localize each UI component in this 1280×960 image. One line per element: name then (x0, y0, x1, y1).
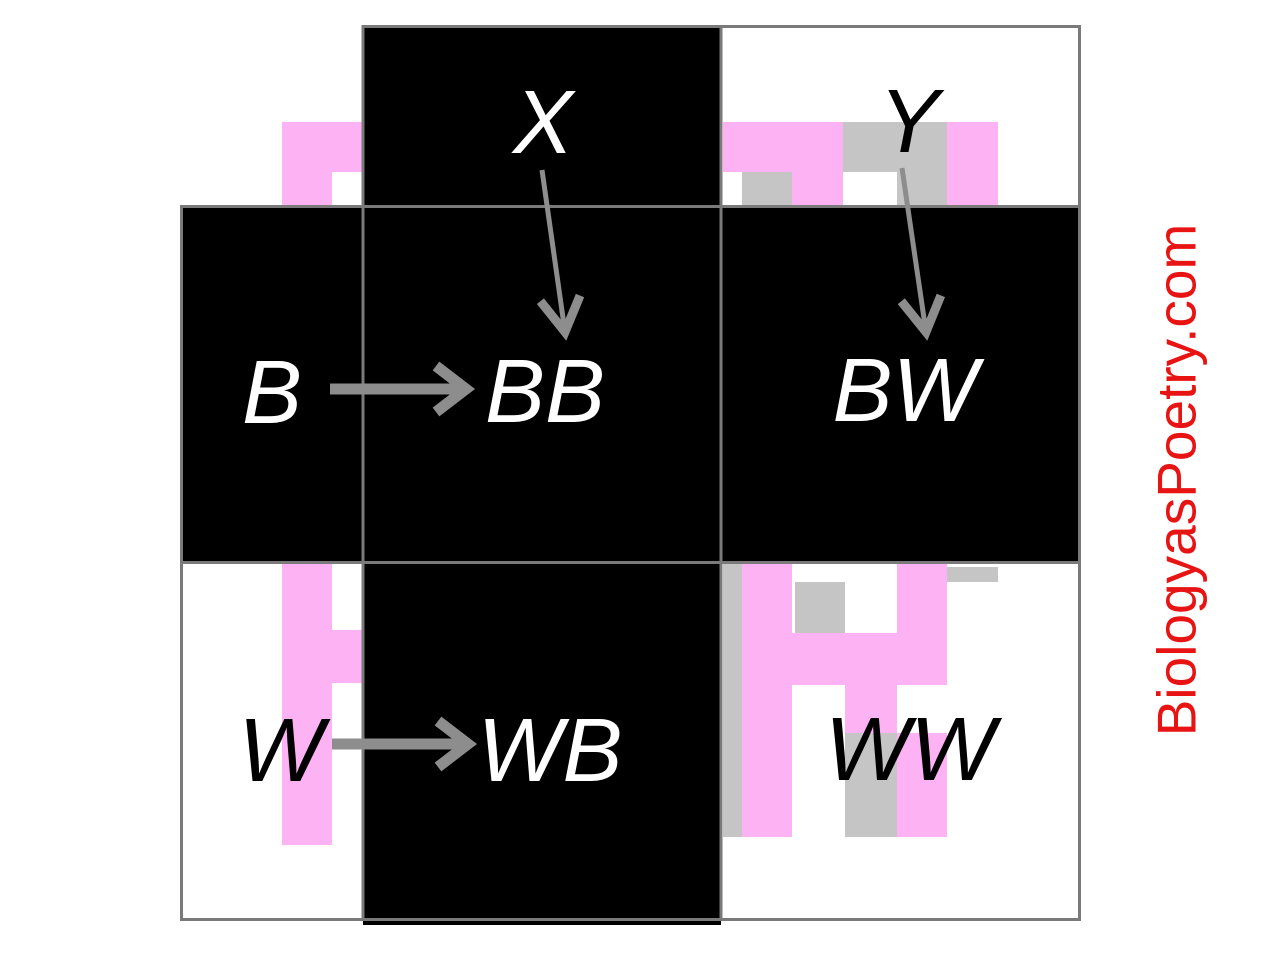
pattern-pixel (332, 630, 362, 683)
pattern-pixel (792, 172, 843, 205)
offspring-bb-label: BB (484, 342, 606, 442)
pattern-pixel (897, 733, 947, 837)
pattern-pixel (845, 733, 897, 837)
pattern-pixel (795, 582, 845, 633)
pattern-pixel (845, 685, 897, 733)
pattern-pixel (947, 172, 998, 205)
pattern-pixel (792, 633, 947, 685)
parent-y-label: Y (878, 72, 940, 172)
offspring-ww-label: WW (825, 700, 995, 800)
pattern-pixel (947, 567, 998, 582)
pattern-pixel (947, 122, 998, 172)
pattern-pixel (742, 564, 792, 837)
pattern-pixel (282, 564, 332, 845)
pattern-pixel (723, 564, 742, 837)
parent-w-label: W (238, 701, 324, 801)
pattern-pixel (897, 172, 947, 205)
pattern-pixel (282, 172, 332, 205)
pattern-pixel (723, 122, 843, 172)
pattern-pixel (282, 122, 362, 172)
pattern-pixel (742, 172, 792, 205)
watermark-text: BiologyasPoetry.com (1145, 223, 1208, 737)
parent-b-label: B (241, 343, 303, 443)
pattern-pixel (843, 122, 947, 172)
offspring-bw-label: BW (832, 341, 978, 441)
offspring-wb-label: WB (477, 701, 623, 801)
parent-x-label: X (512, 73, 574, 173)
